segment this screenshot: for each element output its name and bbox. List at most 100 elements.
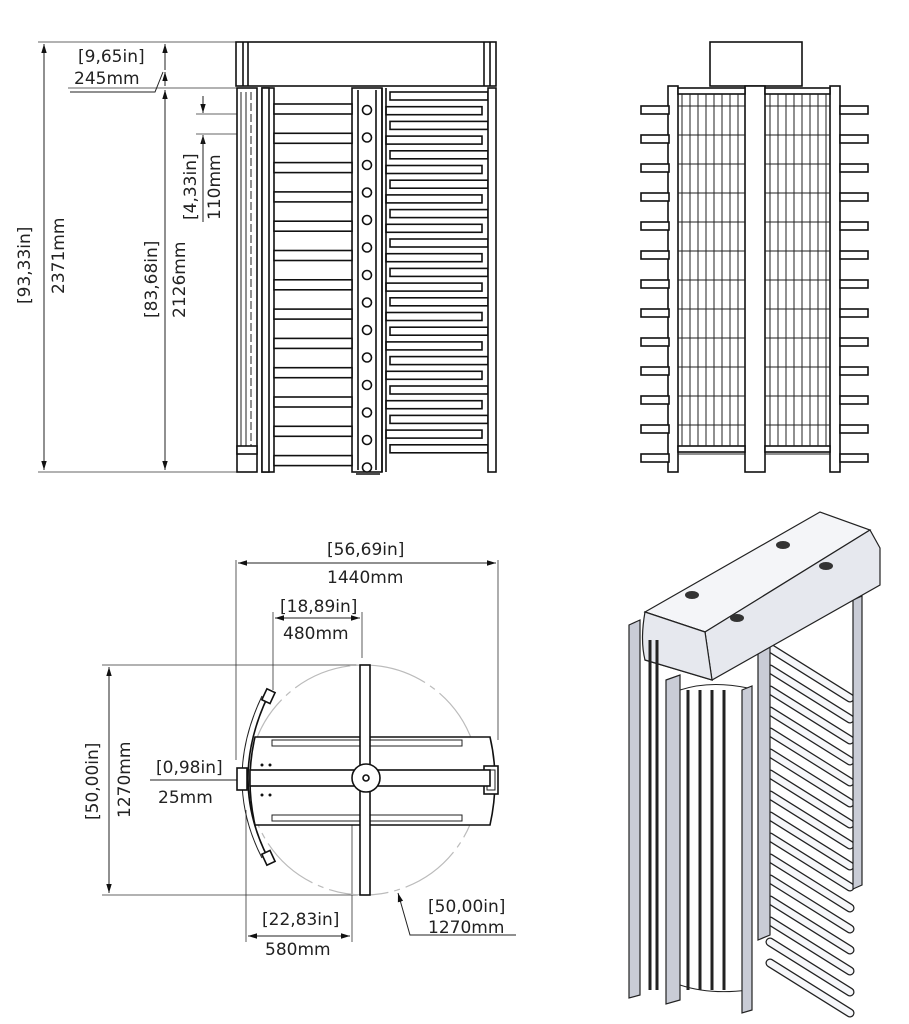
front-elevation-view xyxy=(38,41,497,475)
gap-mm: 25mm xyxy=(158,788,213,808)
post-bolt xyxy=(361,214,373,226)
arm-stub xyxy=(640,163,670,173)
iso-rotor-arms xyxy=(765,643,855,1018)
fixed-arm xyxy=(385,164,483,175)
arm-stub xyxy=(640,366,670,376)
fixed-arm xyxy=(389,91,489,101)
rotor-offset-mm: 480mm xyxy=(283,624,349,644)
arm-stub xyxy=(839,395,869,405)
overall-width-mm: 1440mm xyxy=(327,568,403,588)
top-box-height-in: [9,65in] xyxy=(78,47,145,67)
overall-depth-in: [50,00in] xyxy=(83,743,103,820)
fixed-arm xyxy=(385,399,483,410)
arm-spacing-in: [4,33in] xyxy=(181,153,201,220)
fixed-arm xyxy=(385,105,483,116)
rotor-arm xyxy=(273,191,353,203)
iso-curved-gate xyxy=(648,640,749,993)
rotor-offset-in: [18,89in] xyxy=(280,597,357,617)
arm-stub xyxy=(640,308,670,318)
fixed-arm xyxy=(385,223,483,234)
arm-stub xyxy=(839,453,869,463)
overall-depth-mm: 1270mm xyxy=(115,742,135,818)
rotor-to-edge-mm: 580mm xyxy=(265,940,331,960)
arm-stub xyxy=(640,221,670,231)
post-bolt xyxy=(361,297,373,308)
post-bolt xyxy=(361,132,373,143)
fixed-arm xyxy=(385,135,483,145)
side-arm-stubs xyxy=(640,105,869,463)
rotor-arm xyxy=(273,220,353,232)
arm-stub xyxy=(839,424,869,434)
fixed-arm xyxy=(385,341,483,351)
fixed-arm xyxy=(389,326,489,337)
post-bolt xyxy=(361,379,373,391)
fixed-arm xyxy=(389,385,489,395)
post-bolt xyxy=(361,187,373,198)
right-fixed-arms xyxy=(381,88,489,472)
rotor-arm xyxy=(273,103,353,115)
arm-stub xyxy=(640,250,670,260)
arm-stub xyxy=(640,134,670,144)
post-bolt xyxy=(361,242,373,253)
side-grid-bars xyxy=(678,94,830,455)
arm-stub xyxy=(839,366,869,376)
arm-stub xyxy=(640,279,670,289)
rotor-arm xyxy=(273,454,353,467)
fixed-arm xyxy=(385,429,483,439)
arm-stub xyxy=(839,134,869,144)
arm-stub xyxy=(640,337,670,347)
arm-stub xyxy=(839,221,869,231)
post-bolt xyxy=(361,407,373,418)
fixed-arm xyxy=(389,296,489,307)
arm-stub xyxy=(839,192,869,202)
arm-stub xyxy=(839,308,869,318)
fixed-arm xyxy=(385,194,483,204)
plan-dimension-labels: [56,69in] 1440mm [18,89in] 480mm [50,00i… xyxy=(83,540,505,960)
post-bolt xyxy=(361,324,373,336)
post-bolt xyxy=(361,462,373,473)
fixed-arm xyxy=(389,443,489,454)
arm-spacing-mm: 110mm xyxy=(205,154,225,220)
arm-stub xyxy=(640,424,670,434)
fixed-arm xyxy=(385,252,483,263)
top-box-height-mm: 245mm xyxy=(74,69,140,89)
fixed-arm xyxy=(389,150,489,160)
arm-stub xyxy=(839,250,869,260)
side-elevation-view xyxy=(640,41,869,473)
arm-stub xyxy=(839,105,869,115)
fixed-arm xyxy=(389,355,489,366)
frame-height-in: [83,68in] xyxy=(142,241,162,318)
frame-height-mm: 2126mm xyxy=(170,242,190,318)
arm-stub xyxy=(640,192,670,202)
rotor-arm xyxy=(273,308,353,320)
fixed-arm xyxy=(389,238,489,248)
arm-stub xyxy=(640,453,670,463)
rotor-arm xyxy=(273,132,353,145)
arm-stub xyxy=(839,163,869,173)
post-bolt xyxy=(361,104,373,116)
rotor-arm xyxy=(273,366,353,379)
arm-stub xyxy=(640,105,670,115)
arm-stub xyxy=(640,395,670,405)
fixed-arm xyxy=(389,179,489,189)
post-bolt xyxy=(361,352,373,363)
rotor-arm xyxy=(273,337,353,350)
arm-stub xyxy=(839,337,869,347)
fixed-arm xyxy=(389,120,489,131)
fixed-arm xyxy=(389,267,489,278)
left-rotor-arms xyxy=(273,103,353,467)
overall-height-mm: 2371mm xyxy=(49,218,69,294)
rotor-diameter-in: [50,00in] xyxy=(428,897,505,917)
fixed-arm xyxy=(385,311,483,322)
overall-width-in: [56,69in] xyxy=(327,540,404,560)
post-bolt xyxy=(361,269,373,281)
fixed-arm xyxy=(389,208,489,219)
rotor-arm xyxy=(273,249,353,262)
rotor-to-edge-in: [22,83in] xyxy=(262,910,339,930)
post-bolt xyxy=(361,434,373,446)
fixed-arm xyxy=(389,414,489,425)
rotor-arm xyxy=(273,425,353,438)
post-bolt xyxy=(361,159,373,171)
overall-height-in: [93,33in] xyxy=(15,227,35,304)
